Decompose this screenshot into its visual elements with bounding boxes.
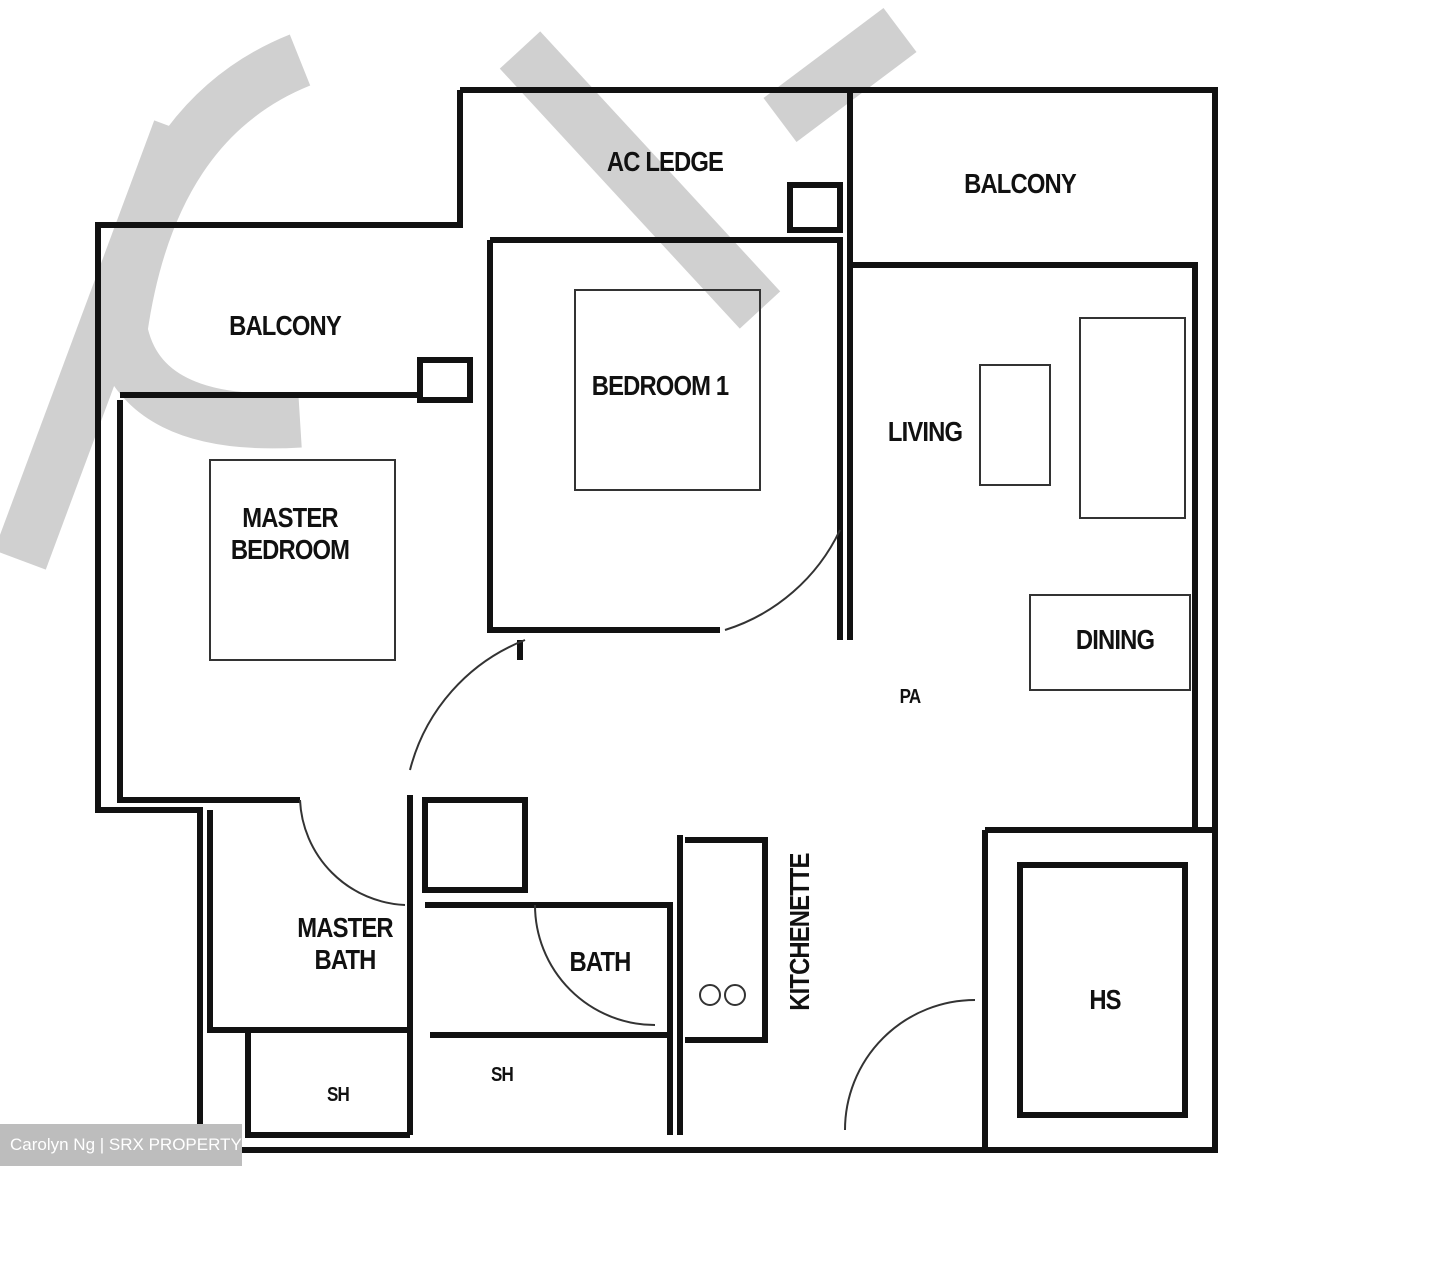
room-label-hs: HS <box>1089 984 1121 1015</box>
room-label-master-bedroom: MASTER BEDROOM <box>230 502 350 566</box>
room-label-bath: BATH <box>569 946 632 977</box>
photo-credit: Carolyn Ng | SRX PROPERTY <box>0 1124 242 1166</box>
room-label-balcony-top: BALCONY <box>964 168 1077 199</box>
room-label-balcony-left: BALCONY <box>229 310 342 341</box>
room-label-master-bath: MASTER BATH <box>297 912 393 976</box>
room-label-bedroom-1: BEDROOM 1 <box>591 370 729 401</box>
room-label-pa: PA <box>899 686 922 708</box>
room-label-ac-ledge: AC LEDGE <box>606 146 724 177</box>
room-label-dining: DINING <box>1075 624 1155 655</box>
room-label-living: LIVING <box>887 416 963 447</box>
furniture <box>209 289 1191 1131</box>
room-label-sh-left: SH <box>327 1084 350 1106</box>
room-label-sh-right: SH <box>491 1064 514 1086</box>
walls <box>95 87 1218 1153</box>
room-label-kitchenette: KITCHENETTE <box>783 853 815 1011</box>
